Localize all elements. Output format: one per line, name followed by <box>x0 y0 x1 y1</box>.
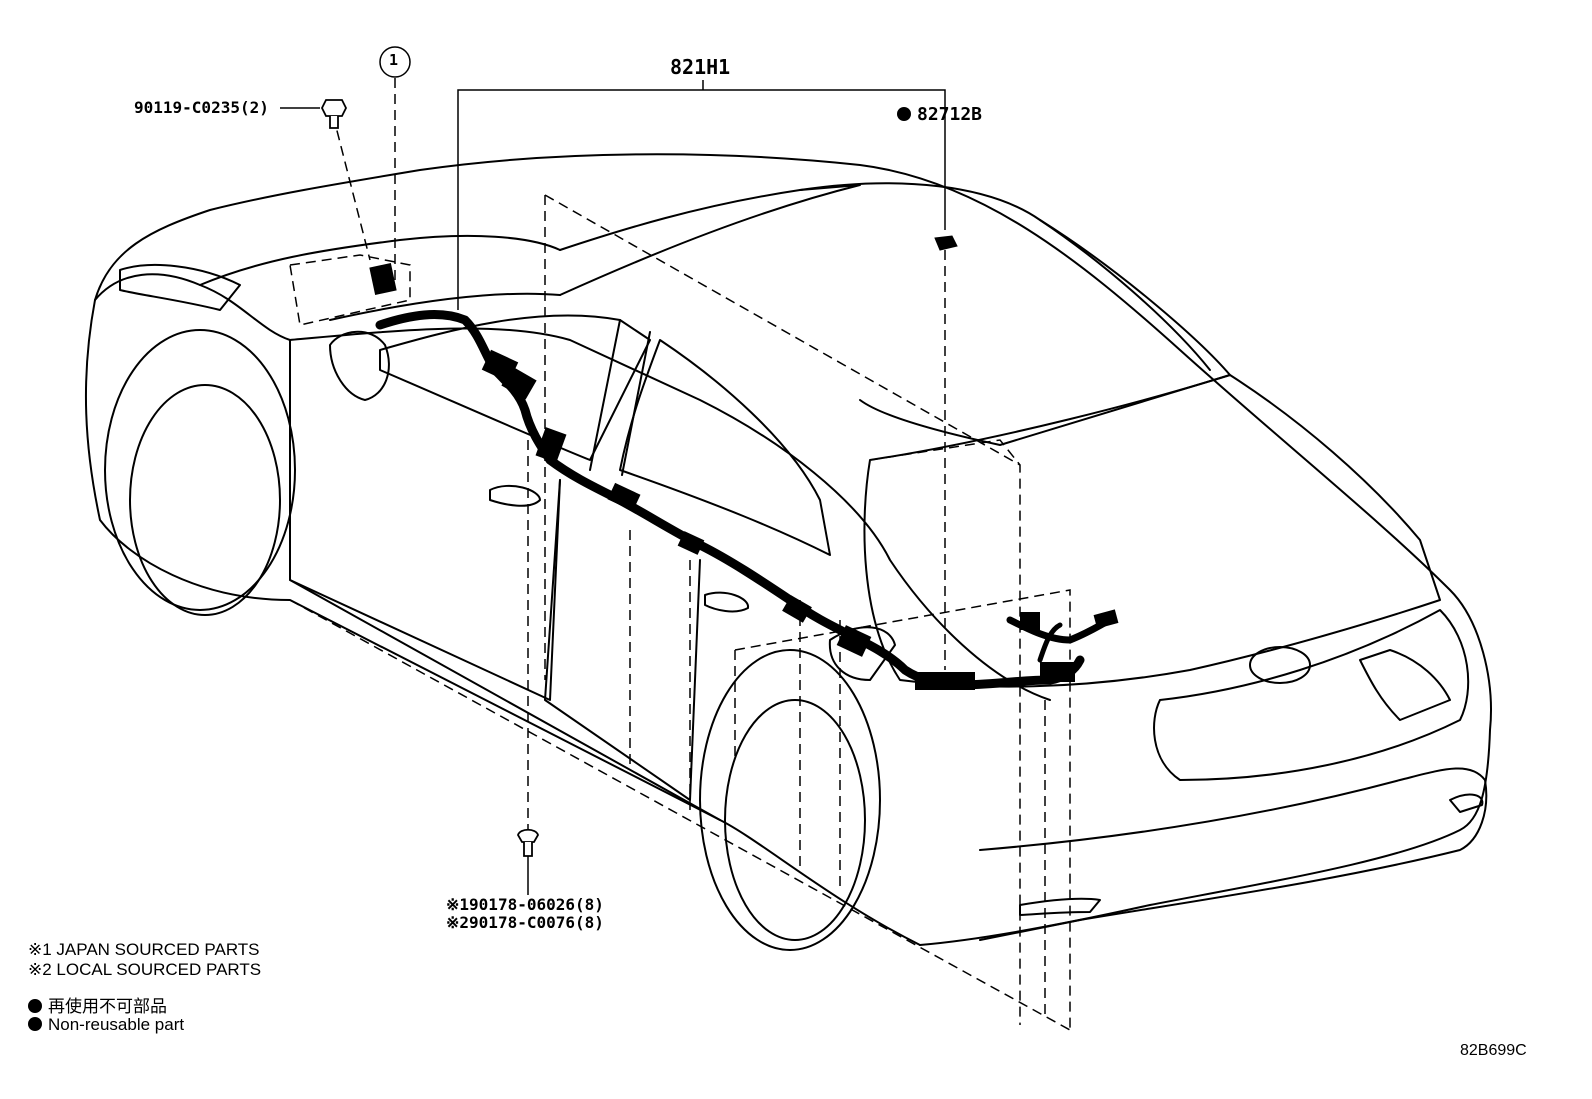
label-bolt-part: 90119-C0235(2) <box>134 98 269 117</box>
connector-i <box>1040 662 1075 682</box>
fuel-door <box>828 626 896 681</box>
connector-d <box>607 482 641 512</box>
legend-nonreusable-en: Non-reusable part <box>28 1015 184 1035</box>
label-clip-japan: ※190178-06026(8) <box>446 895 604 914</box>
phantom-hood-ref <box>289 254 411 326</box>
bolt-icon <box>320 99 348 129</box>
connector-k <box>1020 612 1040 630</box>
front-door-handle <box>489 484 541 507</box>
legend-note-local: ※2 LOCAL SOURCED PARTS <box>28 960 262 979</box>
front-door <box>289 339 561 701</box>
tail-light <box>1359 649 1451 721</box>
car-body-outline <box>94 153 1492 946</box>
rear-emblem <box>1249 646 1311 684</box>
hood-edge <box>199 234 561 286</box>
rear-wheel-arch <box>699 649 881 951</box>
label-ref-circle: 1 <box>389 51 399 69</box>
rear-window <box>859 219 1231 446</box>
connector-c <box>535 427 567 463</box>
rear-reflector <box>1019 897 1101 916</box>
connector-b <box>501 366 537 400</box>
roof-line <box>799 182 1211 371</box>
ref-circle-marker <box>379 46 411 78</box>
connector-j <box>1093 609 1119 629</box>
car-underbody-line <box>84 299 921 946</box>
trunk-lid <box>863 374 1441 688</box>
legend-dot-icon <box>28 999 42 1013</box>
label-clip-local: ※290178-C0076(8) <box>446 913 604 932</box>
connector-h <box>915 672 975 690</box>
clip-top-icon <box>934 235 958 251</box>
exhaust-detail <box>1449 793 1484 813</box>
label-clip-nonreusable: 82712B <box>897 104 982 125</box>
label-clip-nonreusable-text: 82712B <box>917 104 983 125</box>
leader-bolt <box>332 114 371 261</box>
connector-g <box>836 625 872 657</box>
legend-nonreusable-jp: 再使用不可部品 <box>28 992 167 1017</box>
windshield-base <box>329 292 561 321</box>
rear-door-handle <box>704 591 749 613</box>
phantom-verticals <box>629 530 1046 1015</box>
beltline <box>289 327 1051 701</box>
rear-bumper <box>979 767 1488 941</box>
side-mirror <box>329 330 390 401</box>
connector-front <box>369 263 397 295</box>
connector-f <box>782 595 812 623</box>
rocker-panel <box>289 579 721 821</box>
illustration-code: 82B699C <box>1460 1042 1527 1059</box>
side-window-front <box>379 314 651 461</box>
legend-note-japan: ※1 JAPAN SOURCED PARTS <box>28 940 260 959</box>
front-headlight <box>119 264 241 311</box>
front-wheel <box>129 384 281 616</box>
clip-bottom-icon <box>517 828 539 857</box>
connector-e <box>677 531 705 555</box>
rear-wheel <box>724 699 866 941</box>
wire-branch-trunk <box>1037 622 1063 663</box>
legend-dot-icon <box>28 1017 42 1031</box>
rear-panel <box>1153 609 1470 781</box>
bracket-821H1 <box>457 89 946 310</box>
nonreusable-dot-icon <box>897 107 911 121</box>
front-wheel-arch <box>104 329 296 611</box>
label-821H1: 821H1 <box>670 55 731 79</box>
b-pillar <box>589 319 651 476</box>
legend-nonreusable-jp-text: 再使用不可部品 <box>48 997 167 1016</box>
windshield <box>559 184 861 296</box>
rear-door <box>544 479 701 801</box>
legend-nonreusable-en-text: Non-reusable part <box>48 1015 185 1034</box>
